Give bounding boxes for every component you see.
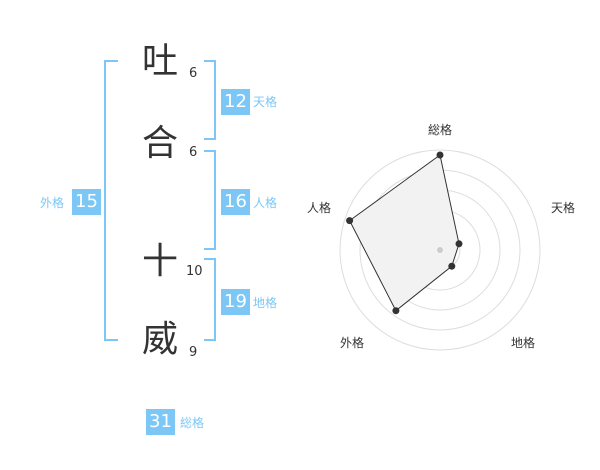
tenkaku-value-box: 12 [221, 89, 250, 115]
chikaku-label: 地格 [253, 296, 278, 310]
radar-axis-label-gaikaku: 外格 [340, 336, 365, 350]
jinkaku-label: 人格 [253, 196, 278, 210]
stroke-count-2: 6 [189, 145, 198, 160]
radar-points [346, 151, 463, 315]
name-char-3: 十 [141, 241, 178, 282]
stroke-count-4: 9 [189, 345, 198, 360]
radar-axis-label-jinkaku: 人格 [307, 201, 332, 215]
stroke-count-1: 6 [189, 66, 198, 81]
radar-center-dot [437, 247, 443, 253]
radar-ring [339, 149, 541, 351]
name-char-1: 吐 [141, 41, 178, 82]
tenkaku-bracket [204, 60, 216, 140]
radar-value-polygon [348, 154, 460, 312]
radar-axis-label-tenkaku: 天格 [551, 201, 576, 215]
radar-point-4 [346, 217, 354, 225]
radar-point-0 [436, 151, 444, 159]
gaikaku-bracket [104, 60, 118, 341]
name-char-4: 威 [141, 319, 178, 360]
chikaku-value-box: 19 [221, 289, 250, 315]
chikaku-bracket [204, 258, 216, 341]
radar-point-1 [455, 240, 463, 248]
jinkaku-value-box: 16 [221, 189, 250, 215]
radar-point-2 [448, 262, 456, 270]
soukaku-label: 総格 [180, 416, 205, 430]
fortune-radar-chart [339, 149, 541, 351]
radar-axis-label-soukaku: 総格 [428, 123, 453, 137]
jinkaku-bracket [204, 150, 216, 250]
gaikaku-label: 外格 [40, 196, 65, 210]
name-char-2: 合 [141, 123, 178, 164]
gaikaku-value-box: 15 [72, 189, 101, 215]
soukaku-value-box: 31 [146, 409, 175, 435]
tenkaku-label: 天格 [253, 95, 278, 109]
stroke-count-3: 10 [186, 264, 203, 279]
radar-point-3 [392, 307, 400, 315]
radar-axis-label-chikaku: 地格 [511, 336, 536, 350]
